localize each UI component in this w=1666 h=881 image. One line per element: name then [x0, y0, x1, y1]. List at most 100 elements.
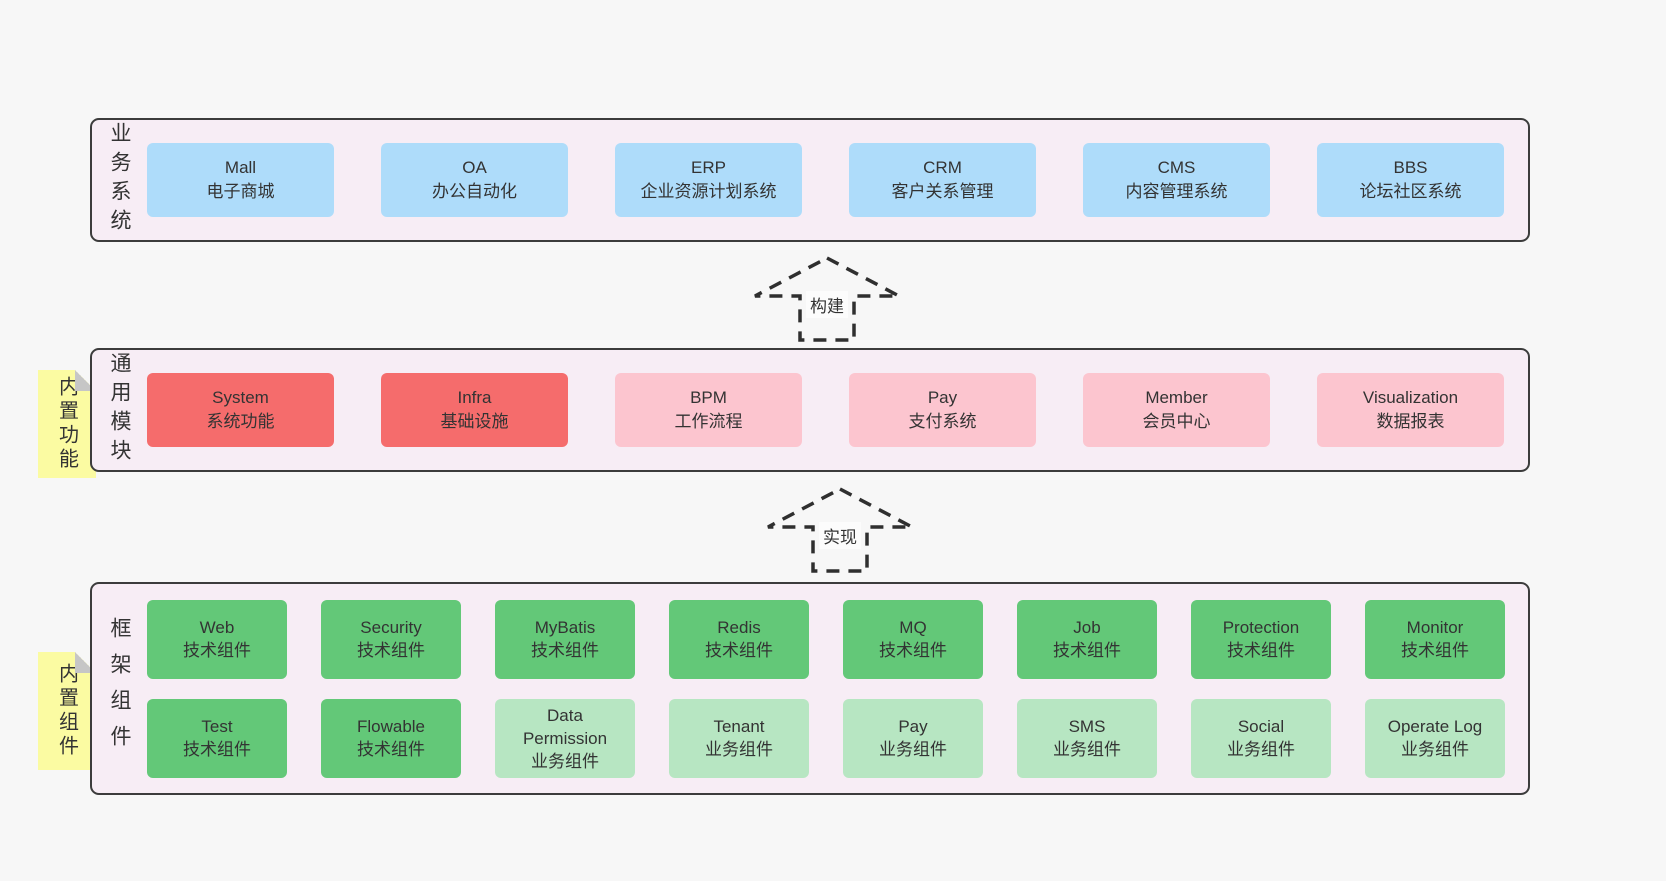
box-data-permission: Data Permission 业务组件: [495, 698, 635, 778]
box-mybatis: MyBatis 技术组件: [495, 599, 635, 679]
section-business-label: 业务系统: [108, 122, 131, 238]
box-title: Pay: [927, 388, 958, 407]
box-title: Pay: [898, 717, 928, 736]
box-subtitle: 支付系统: [908, 412, 977, 431]
box-title: System: [212, 388, 269, 407]
box-subtitle: 技术组件: [531, 641, 599, 660]
box-sms: SMS 业务组件: [1017, 698, 1157, 778]
box-title: MyBatis: [534, 618, 596, 637]
box-subtitle: 电子商城: [206, 182, 275, 201]
box-title: Web: [199, 618, 235, 637]
box-operate-log: Operate Log 业务组件: [1365, 698, 1505, 778]
box-title: Redis: [717, 618, 761, 637]
box-system: System 系统功能: [147, 373, 334, 447]
box-subtitle: 办公自动化: [432, 182, 517, 201]
box-title: Job: [1073, 618, 1101, 637]
box-title: BBS: [1393, 158, 1428, 177]
box-mq: MQ 技术组件: [843, 599, 983, 679]
box-title: Social: [1237, 717, 1285, 736]
box-erp: ERP 企业资源计划系统: [615, 143, 802, 217]
box-protection: Protection 技术组件: [1191, 599, 1331, 679]
business-boxes-row: Mall 电子商城 OA 办公自动化 ERP 企业资源计划系统 CRM 客户关系…: [147, 120, 1516, 240]
box-infra: Infra 基础设施: [381, 373, 568, 447]
box-title: BPM: [690, 388, 727, 407]
sticky-tab-label: 内置组件: [55, 663, 78, 759]
box-title: Monitor: [1406, 618, 1464, 637]
box-title: Data Permission: [522, 705, 608, 748]
box-subtitle: 数据报表: [1376, 412, 1445, 431]
box-subtitle: 业务组件: [531, 751, 599, 771]
box-title: Tenant: [713, 717, 765, 736]
box-subtitle: 系统功能: [206, 412, 275, 431]
box-subtitle: 业务组件: [1053, 740, 1121, 759]
box-title: CMS: [1157, 158, 1196, 177]
up-arrow-implement-icon: 实现: [764, 486, 916, 574]
box-subtitle: 技术组件: [183, 740, 251, 759]
box-subtitle: 技术组件: [879, 641, 947, 660]
box-subtitle: 基础设施: [440, 412, 509, 431]
box-flowable: Flowable 技术组件: [321, 698, 461, 778]
box-title: Operate Log: [1387, 717, 1483, 736]
box-oa: OA 办公自动化: [381, 143, 568, 217]
box-title: OA: [462, 158, 487, 177]
box-subtitle: 企业资源计划系统: [640, 182, 777, 201]
box-subtitle: 业务组件: [705, 740, 773, 759]
box-title: Flowable: [356, 717, 426, 736]
box-tenant: Tenant 业务组件: [669, 698, 809, 778]
sticky-tab-builtin-features: 内置功能: [38, 370, 96, 478]
box-title: SMS: [1068, 717, 1106, 736]
framework-row-1: Web 技术组件 Security 技术组件 MyBatis 技术组件 Redi…: [147, 599, 1516, 679]
box-web: Web 技术组件: [147, 599, 287, 679]
box-subtitle: 技术组件: [1401, 641, 1469, 660]
box-visualization: Visualization 数据报表: [1317, 373, 1504, 447]
arrow-build-label: 构建: [806, 291, 848, 318]
box-member: Member 会员中心: [1083, 373, 1270, 447]
box-bbs: BBS 论坛社区系统: [1317, 143, 1504, 217]
section-modules-label: 通用模块: [108, 352, 131, 468]
box-crm: CRM 客户关系管理: [849, 143, 1036, 217]
box-cms: CMS 内容管理系统: [1083, 143, 1270, 217]
box-subtitle: 内容管理系统: [1125, 182, 1228, 201]
modules-boxes-row: System 系统功能 Infra 基础设施 BPM 工作流程 Pay 支付系统…: [147, 350, 1516, 470]
box-subtitle: 业务组件: [1401, 740, 1469, 759]
up-arrow-build-icon: 构建: [751, 255, 903, 343]
framework-boxes-grid: Web 技术组件 Security 技术组件 MyBatis 技术组件 Redi…: [147, 584, 1516, 793]
box-title: Visualization: [1362, 388, 1459, 407]
box-subtitle: 工作流程: [674, 412, 743, 431]
box-social: Social 业务组件: [1191, 698, 1331, 778]
section-business-systems: 业务系统 Mall 电子商城 OA 办公自动化 ERP 企业资源计划系统 CRM…: [90, 118, 1530, 242]
box-mall: Mall 电子商城: [147, 143, 334, 217]
box-title: Mall: [224, 158, 257, 177]
box-subtitle: 技术组件: [1227, 641, 1295, 660]
box-subtitle: 业务组件: [1227, 740, 1295, 759]
box-subtitle: 业务组件: [879, 740, 947, 759]
box-title: CRM: [923, 158, 962, 177]
box-title: ERP: [691, 158, 726, 177]
box-job: Job 技术组件: [1017, 599, 1157, 679]
box-monitor: Monitor 技术组件: [1365, 599, 1505, 679]
section-framework-label: 框架组件: [108, 616, 131, 761]
box-subtitle: 技术组件: [705, 641, 773, 660]
box-subtitle: 技术组件: [357, 740, 425, 759]
box-title: Protection: [1222, 618, 1300, 637]
box-title: Security: [360, 618, 422, 637]
box-subtitle: 技术组件: [1053, 641, 1121, 660]
section-framework-components: 框架组件 Web 技术组件 Security 技术组件 MyBatis 技术组件…: [90, 582, 1530, 795]
box-subtitle: 技术组件: [357, 641, 425, 660]
box-subtitle: 会员中心: [1142, 412, 1211, 431]
box-title: MQ: [899, 618, 927, 637]
box-subtitle: 客户关系管理: [891, 182, 994, 201]
box-subtitle: 论坛社区系统: [1359, 182, 1462, 201]
box-title: Member: [1145, 388, 1208, 407]
box-title: Infra: [457, 388, 492, 407]
box-bpm: BPM 工作流程: [615, 373, 802, 447]
section-common-modules: 通用模块 System 系统功能 Infra 基础设施 BPM 工作流程 Pay…: [90, 348, 1530, 472]
box-subtitle: 技术组件: [183, 641, 251, 660]
box-pay: Pay 支付系统: [849, 373, 1036, 447]
box-pay-biz: Pay 业务组件: [843, 698, 983, 778]
sticky-tab-builtin-components: 内置组件: [38, 652, 96, 770]
box-title: Test: [201, 717, 233, 736]
box-test: Test 技术组件: [147, 698, 287, 778]
box-redis: Redis 技术组件: [669, 599, 809, 679]
